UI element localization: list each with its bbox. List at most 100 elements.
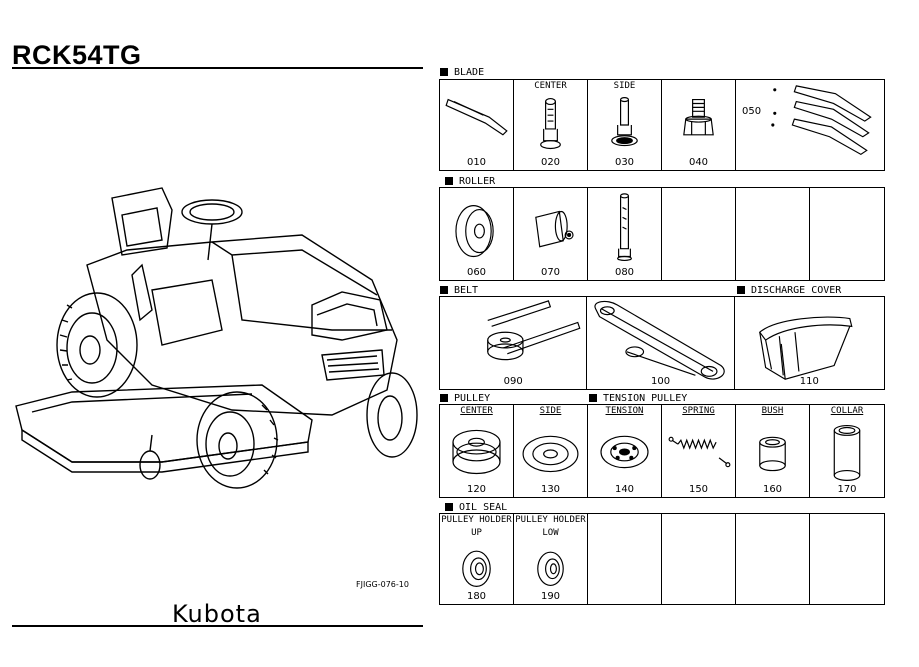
belt-row: 090 100 110 (439, 296, 885, 390)
belt-pulley-icon (487, 300, 581, 361)
roller-axle-icon (535, 210, 574, 248)
empty-cell (662, 188, 736, 280)
title-rule (12, 67, 423, 69)
part-cell-040[interactable]: 040 (662, 80, 736, 170)
empty-cell (736, 514, 810, 604)
oil-seal-up-icon (462, 550, 491, 587)
part-subtitle: CENTER (534, 81, 567, 91)
part-cell-110[interactable]: 110 (735, 297, 884, 389)
part-number: 020 (540, 157, 561, 168)
section-roller-header: ROLLER (445, 175, 495, 187)
part-number: 160 (762, 484, 783, 495)
part-cell-120[interactable]: CENTER 120 (440, 405, 514, 497)
tension-pulley-icon (600, 435, 649, 469)
part-subtitle: SIDE (539, 406, 562, 416)
part-cell-170[interactable]: COLLAR 170 (810, 405, 884, 497)
part-cell-090[interactable]: 090 (440, 297, 588, 389)
section-discharge-header: DISCHARGE COVER (737, 284, 841, 296)
bush-icon (759, 436, 786, 472)
square-bullet-icon (445, 177, 453, 185)
blade-row: 010 CENTER 020 SIDE 030 040 (439, 79, 885, 171)
section-title: BELT (454, 284, 479, 296)
part-subtitle: SPRING (682, 406, 715, 416)
section-oilseal-header: OIL SEAL (445, 501, 507, 513)
part-subtitle: CENTER (460, 406, 493, 416)
part-number: 060 (466, 267, 487, 278)
part-number: 090 (503, 376, 523, 387)
spring-icon (668, 436, 731, 468)
pulley-row: CENTER 120 SIDE 130 TENSION 140 SPRIN (439, 404, 885, 498)
part-number: 150 (688, 484, 709, 495)
section-title: PULLEY (454, 392, 491, 404)
part-number: 110 (799, 376, 819, 387)
empty-cell (810, 188, 884, 280)
square-bullet-icon (440, 286, 448, 294)
part-subtitle: BUSH (761, 406, 784, 416)
blade-set-icon (771, 85, 872, 156)
section-tension-header: TENSION PULLEY (589, 392, 687, 404)
part-number: 030 (614, 157, 635, 168)
square-bullet-icon (589, 394, 597, 402)
part-cell-070[interactable]: 070 (514, 188, 588, 280)
part-subtitle: PULLEY HOLDER (441, 515, 512, 525)
part-cell-050[interactable]: 050 (736, 80, 884, 170)
part-subtitle: COLLAR (830, 406, 864, 416)
part-cell-150[interactable]: SPRING 150 (662, 405, 736, 497)
collar-icon (833, 424, 861, 481)
square-bullet-icon (440, 394, 448, 402)
side-spindle-icon (611, 97, 638, 147)
bottom-rule (12, 625, 423, 627)
part-number: 010 (466, 157, 487, 168)
figure-code: FJIGG-076-10 (356, 580, 409, 589)
part-number: 070 (540, 267, 561, 278)
section-belt-header: BELT (440, 284, 478, 296)
discharge-cover-icon (758, 316, 853, 380)
square-bullet-icon (737, 286, 745, 294)
kubota-logo: Kubota (172, 600, 262, 628)
center-pulley-icon (452, 429, 501, 475)
center-spindle-icon (540, 98, 561, 150)
oil-seal-low-icon (537, 551, 564, 586)
part-cell-080[interactable]: 080 (588, 188, 662, 280)
section-title: ROLLER (459, 175, 496, 187)
part-cell-190[interactable]: PULLEY HOLDER LOW 190 (514, 514, 588, 604)
part-cell-180[interactable]: PULLEY HOLDER UP 180 (440, 514, 514, 604)
part-number: 100 (650, 376, 671, 387)
section-title: OIL SEAL (459, 501, 508, 513)
part-subtitle: TENSION (605, 406, 644, 416)
part-subtitle: SIDE (613, 81, 636, 91)
belt-loop-icon (594, 300, 726, 380)
part-subtitle-2: UP (471, 528, 482, 538)
part-cell-100[interactable]: 100 (587, 297, 735, 389)
bolt-icon (683, 98, 714, 136)
part-cell-160[interactable]: BUSH 160 (736, 405, 810, 497)
part-number: 120 (466, 484, 487, 495)
blade-icon (445, 98, 508, 136)
part-subtitle-2: LOW (542, 528, 559, 538)
part-number: 080 (614, 267, 635, 278)
part-cell-020[interactable]: CENTER 020 (514, 80, 588, 170)
section-title: DISCHARGE COVER (751, 284, 842, 296)
empty-cell (662, 514, 736, 604)
oilseal-row: PULLEY HOLDER UP 180 PULLEY HOLDER LOW 1… (439, 513, 885, 605)
section-title: TENSION PULLEY (603, 392, 688, 404)
part-number: 130 (540, 484, 561, 495)
section-blade-header: BLADE (440, 66, 484, 78)
part-cell-140[interactable]: TENSION 140 (588, 405, 662, 497)
square-bullet-icon (440, 68, 448, 76)
tractor-illustration (15, 187, 418, 489)
part-subtitle: PULLEY HOLDER (515, 515, 586, 525)
roller-row: 060 070 080 (439, 187, 885, 281)
part-number: 040 (688, 157, 709, 168)
section-title: BLADE (454, 66, 485, 78)
section-pulley-header: PULLEY (440, 392, 490, 404)
part-cell-010[interactable]: 010 (440, 80, 514, 170)
part-cell-030[interactable]: SIDE 030 (588, 80, 662, 170)
part-cell-130[interactable]: SIDE 130 (514, 405, 588, 497)
part-cell-060[interactable]: 060 (440, 188, 514, 280)
square-bullet-icon (445, 503, 453, 511)
part-number: 140 (614, 484, 635, 495)
part-number: 180 (466, 591, 487, 602)
part-number: 190 (540, 591, 561, 602)
part-number: 170 (837, 484, 857, 495)
